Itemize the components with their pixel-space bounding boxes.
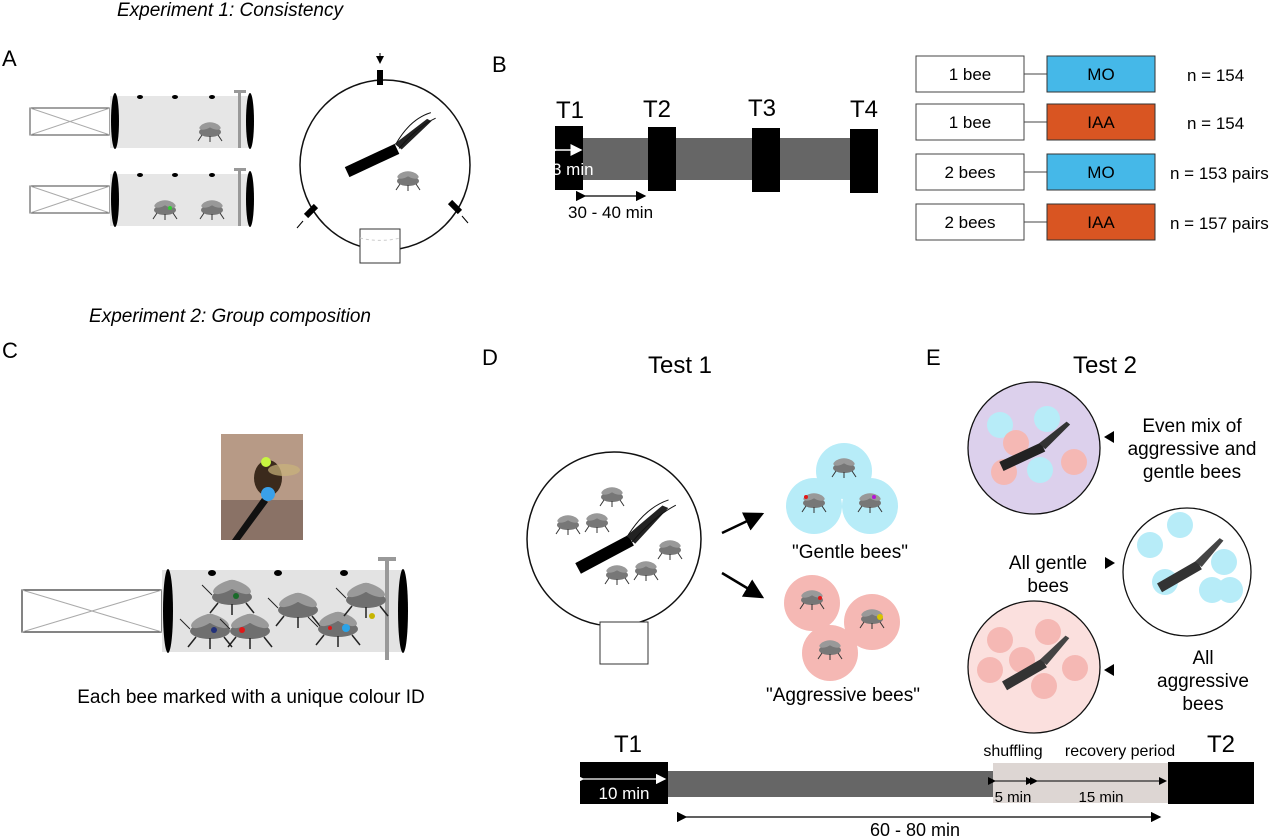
timeline-exp1-t3: T3 [748, 95, 776, 122]
timeline-exp2-bar [668, 771, 993, 797]
condition-group: 1 bee [949, 65, 992, 84]
condition-odour: MO [1087, 65, 1114, 84]
bee-photo [221, 434, 303, 540]
timeline-exp2-shuffle-dur: 5 min [995, 789, 1032, 806]
condition-group: 2 bees [944, 163, 995, 182]
condition-n: n = 154 [1187, 114, 1244, 133]
timeline-exp2-recovery-dur: 15 min [1078, 789, 1123, 806]
all-gentle-line-2: bees [1027, 576, 1068, 597]
condition-group: 2 bees [944, 213, 995, 232]
timeline-exp2: T1 T2 10 min shuffling recovery period 5… [573, 731, 1254, 839]
condition-group: 1 bee [949, 113, 992, 132]
arena-even-mix [967, 381, 1101, 515]
arena-exp1 [296, 53, 471, 264]
condition-row: 1 bee IAA n = 154 [915, 103, 1244, 141]
tube-group [21, 557, 408, 660]
all-gentle-line-1: All gentle [1009, 553, 1087, 574]
odour-box-iaa [1046, 203, 1156, 241]
timeline-exp2-block-t2 [1168, 762, 1254, 804]
odour-box-mo [1046, 153, 1156, 191]
condition-n: n = 157 pairs [1170, 214, 1269, 233]
all-aggr-line-2: aggressive [1157, 671, 1249, 692]
timeline-exp2-dur: 10 min [598, 784, 649, 803]
arena-test1 [526, 451, 702, 665]
arena-all-gentle [1122, 507, 1252, 637]
timeline-exp2-recovery-label: recovery period [1065, 743, 1175, 760]
odour-box-mo [1046, 55, 1156, 93]
timeline-exp1-duration: 3 min [552, 160, 594, 179]
odour-box-iaa [1046, 103, 1156, 141]
aggressive-bees-label: "Aggressive bees" [766, 685, 920, 706]
timeline-exp1-interval: 30 - 40 min [568, 203, 653, 222]
timeline-exp1-bar [580, 138, 870, 180]
timeline-exp2-t2: T2 [1207, 731, 1235, 758]
condition-row: 1 bee MO n = 154 [915, 55, 1244, 93]
panel-c-label: C [2, 338, 18, 363]
timeline-exp1-t4: T4 [850, 96, 878, 123]
pointer-all-aggressive [1104, 664, 1114, 676]
condition-odour: IAA [1087, 113, 1115, 132]
timeline-exp1-t1: T1 [556, 97, 584, 124]
timeline-exp1-block-t3 [752, 128, 780, 192]
aggressive-bees-cluster [784, 575, 900, 681]
exp1-title: Experiment 1: Consistency [117, 0, 344, 21]
pointer-mix [1104, 431, 1114, 443]
timeline-exp1-t2: T2 [643, 96, 671, 123]
arena-all-aggressive [967, 600, 1101, 734]
panel-e-label: E [926, 345, 941, 370]
condition-odour: IAA [1087, 213, 1115, 232]
tube-single-bee [29, 90, 254, 149]
panel-b-label: B [492, 52, 507, 77]
timeline-exp1-block-t4 [850, 129, 878, 193]
mix-line-3: gentle bees [1143, 462, 1241, 483]
panel-a-label: A [2, 46, 17, 71]
timeline-exp1-block-t2 [648, 127, 676, 191]
timeline-exp1: T1 T2 T3 T4 3 min 30 - 40 min [545, 95, 878, 222]
conditions-table: 1 bee MO n = 154 1 bee IAA n = 154 2 bee… [915, 55, 1269, 241]
panel-d-label: D [482, 345, 498, 370]
timeline-exp2-shuffling: shuffling [983, 743, 1042, 760]
test1-title: Test 1 [648, 352, 712, 379]
condition-odour: MO [1087, 163, 1114, 182]
pointer-all-gentle [1105, 557, 1115, 569]
condition-n: n = 153 pairs [1170, 164, 1269, 183]
caption-c: Each bee marked with a unique colour ID [77, 687, 424, 708]
gentle-bees-cluster [786, 443, 898, 534]
condition-row: 2 bees MO n = 153 pairs [915, 153, 1269, 191]
timeline-exp1-block-t1 [555, 126, 583, 190]
timeline-exp2-interval: 60 - 80 min [870, 820, 960, 839]
tube-two-bees [29, 168, 254, 227]
condition-n: n = 154 [1187, 66, 1244, 85]
exp2-title: Experiment 2: Group composition [89, 306, 371, 327]
condition-row: 2 bees IAA n = 157 pairs [915, 203, 1269, 241]
test2-title: Test 2 [1073, 352, 1137, 379]
mix-line-1: Even mix of [1142, 416, 1242, 437]
all-aggr-line-1: All [1192, 648, 1213, 669]
timeline-exp2-t1: T1 [614, 731, 642, 758]
gentle-bees-label: "Gentle bees" [792, 542, 908, 563]
all-aggr-line-3: bees [1182, 694, 1223, 715]
mix-line-2: aggressive and [1128, 439, 1257, 460]
